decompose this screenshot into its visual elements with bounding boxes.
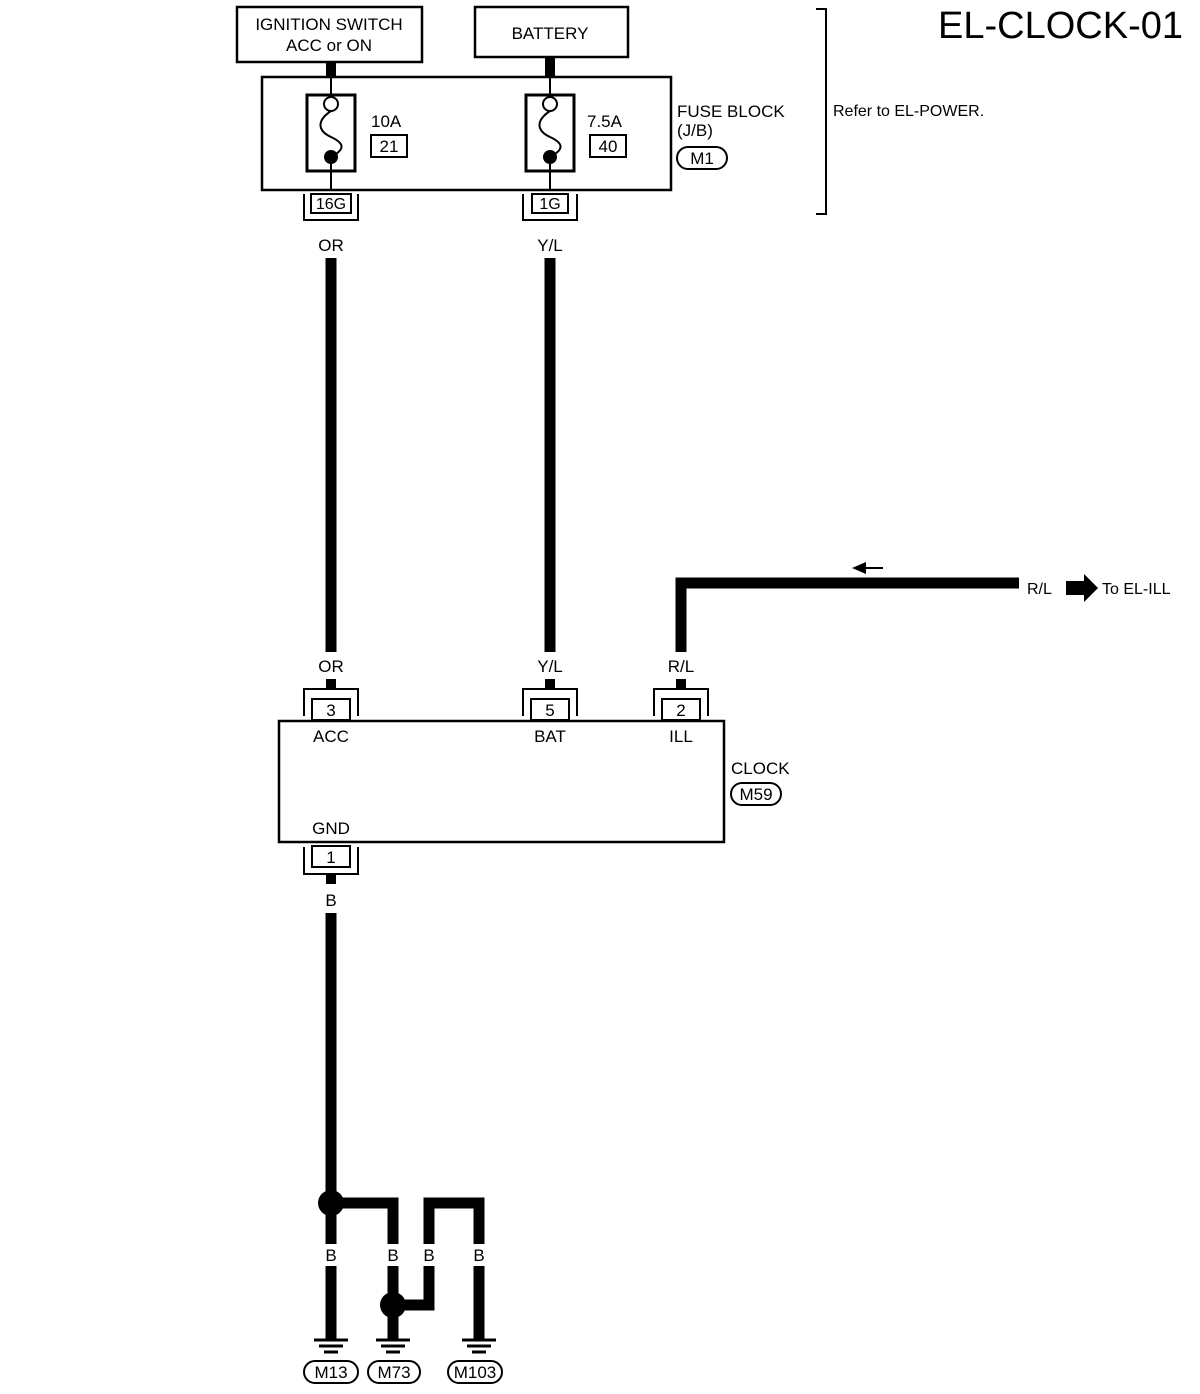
stub-bat [545, 679, 555, 689]
ground-symbol-m13 [314, 1338, 348, 1354]
clock-connector-oval [730, 782, 782, 806]
clock-pin-1: 1 [303, 845, 359, 875]
clock-unit: ACC BAT ILL GND [277, 719, 726, 844]
battery-label: BATTERY [512, 24, 589, 43]
battery-feed-stub [545, 57, 555, 77]
wire-b-branch-1 [331, 1197, 399, 1244]
stub-gnd [326, 874, 336, 884]
ground-wire-label-2: B [387, 1246, 398, 1265]
ignition-switch-label: IGNITION SWITCH [255, 15, 402, 34]
clock-connector: M59 [739, 785, 772, 804]
terminal-16g: 16G [303, 193, 359, 221]
ground-wire-label-1: B [325, 1246, 336, 1265]
fuse-block-connector-oval [676, 146, 728, 170]
clock-pin-2: 2 [653, 688, 709, 721]
wire-rl [675, 577, 1019, 652]
terminal-1g: 1G [522, 193, 578, 221]
battery-box: BATTERY [473, 5, 630, 59]
fuse-block-bracket [816, 8, 827, 215]
refer-note: Refer to EL-POWER. [833, 103, 984, 120]
ground-point-m73-label: M73 [377, 1363, 410, 1382]
clock-pin-3-number: 3 [326, 701, 335, 720]
diagram-title: EL-CLOCK-01 [938, 5, 1183, 47]
ground-point-m13-label: M13 [314, 1363, 347, 1382]
fuse-block-connector: M1 [690, 149, 714, 168]
ignition-switch-box: IGNITION SWITCH ACC or ON [235, 5, 424, 64]
to-el-ill-arrow-icon [1066, 574, 1098, 602]
fuse-40: 7.5A 40 [524, 77, 627, 190]
terminal-1g-label: 1G [539, 196, 560, 213]
fuse-21: 10A 21 [305, 77, 408, 190]
fuse-block: 10A 21 7.5A 40 FUSE BLOCK (J/B) M1 [260, 75, 785, 192]
clock-pin-2-number: 2 [676, 701, 685, 720]
to-el-ill-label: To EL-ILL [1102, 581, 1171, 598]
wire-rl-bottom-label: R/L [668, 657, 694, 676]
ground-symbol-m73 [376, 1338, 410, 1354]
fuse-21-rating: 10A [371, 112, 402, 131]
stub-acc [326, 679, 336, 689]
ground-point-m103-label: M103 [454, 1363, 497, 1382]
wire-or-bottom-label: OR [318, 657, 344, 676]
clock-pin-3: 3 [303, 688, 359, 721]
wire-yl-bottom-label: Y/L [537, 657, 563, 676]
fuse-21-number: 21 [380, 137, 399, 156]
fuse-40-rating: 7.5A [587, 112, 623, 131]
clock-label: CLOCK [731, 759, 790, 778]
ground-point-m13: M13 [303, 1360, 359, 1384]
ignition-switch-mode: ACC or ON [286, 36, 372, 55]
wire-yl-top-label: Y/L [537, 236, 563, 255]
fuse-block-label: FUSE BLOCK [677, 102, 785, 121]
ground-wire-label-4: B [473, 1246, 484, 1265]
clock-pin-acc-name: ACC [313, 727, 349, 746]
clock-pin-5: 5 [522, 688, 578, 721]
flow-arrow-icon [852, 562, 866, 574]
clock-pin-1-number: 1 [326, 848, 335, 867]
wire-b-main-label: B [325, 891, 336, 910]
ground-point-m103: M103 [447, 1360, 503, 1384]
ground-point-m73: M73 [367, 1360, 421, 1384]
wire-rl-end-label: R/L [1027, 581, 1052, 598]
clock-pin-gnd-name: GND [312, 819, 350, 838]
ground-symbol-m103 [462, 1338, 496, 1354]
ground-wire-label-3: B [423, 1246, 434, 1265]
stub-ill [676, 679, 686, 689]
terminal-16g-label: 16G [316, 196, 346, 213]
wire-b-branch-2 [423, 1197, 485, 1244]
fuse-40-number: 40 [599, 137, 618, 156]
ignition-feed-stub [326, 62, 336, 77]
clock-pin-ill-name: ILL [669, 727, 693, 746]
wire-or-top-label: OR [318, 236, 344, 255]
clock-pin-bat-name: BAT [534, 727, 566, 746]
clock-pin-5-number: 5 [545, 701, 554, 720]
fuse-block-sublabel: (J/B) [677, 121, 713, 140]
